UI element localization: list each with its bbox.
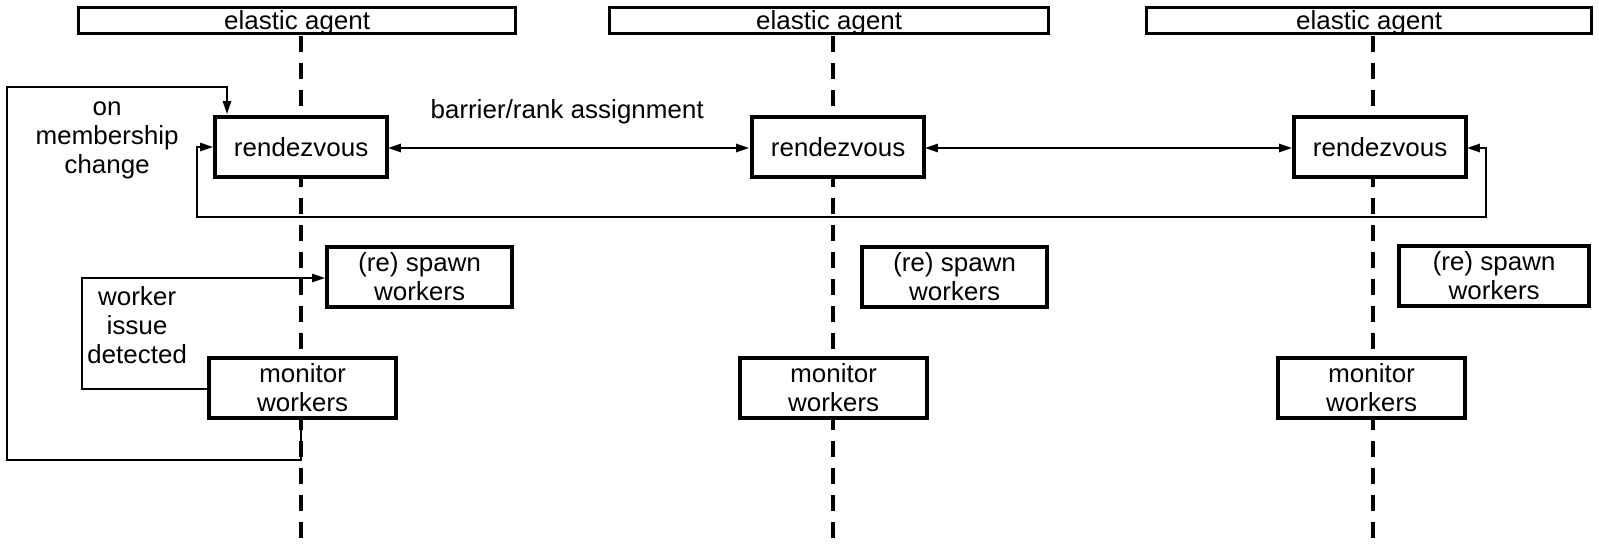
worker-issue-label: worker issue detected [47, 282, 227, 369]
worker-issue-line [81, 273, 325, 390]
rendezvous-box-1: rendezvous [213, 115, 389, 179]
worker-issue-label-line: issue [106, 310, 168, 340]
monitor-label-line: workers [256, 387, 348, 417]
spawn-label-line: workers [908, 276, 1000, 306]
rendezvous-box-3: rendezvous [1292, 115, 1468, 179]
membership-change-label: on membership change [17, 92, 197, 179]
agent-box-2: elastic agent [608, 6, 1050, 35]
rendezvous-box-2: rendezvous [750, 115, 926, 179]
monitor-label-line: workers [787, 387, 879, 417]
rendezvous-label: rendezvous [233, 131, 369, 162]
monitor-workers-box-3: monitor workers [1276, 356, 1467, 420]
membership-label-line: change [64, 149, 150, 179]
membership-loop-line [6, 86, 302, 461]
agent-label: elastic agent [1296, 5, 1442, 35]
rendezvous-label: rendezvous [1312, 131, 1448, 162]
monitor-label-line: monitor [790, 358, 877, 388]
spawn-label-line: workers [373, 276, 465, 306]
agent-label: elastic agent [756, 5, 902, 35]
monitor-label-line: monitor [259, 358, 346, 388]
monitor-workers-box-2: monitor workers [738, 356, 929, 420]
monitor-label-line: monitor [1328, 358, 1415, 388]
spawn-label-line: (re) spawn [1432, 246, 1556, 276]
spawn-workers-box-1: (re) spawn workers [325, 245, 514, 309]
rendezvous-feedback-line [196, 142, 1487, 218]
spawn-workers-box-2: (re) spawn workers [860, 245, 1049, 309]
spawn-workers-box-3: (re) spawn workers [1397, 244, 1591, 308]
agent-label: elastic agent [224, 5, 370, 35]
spawn-label-line: workers [1448, 275, 1540, 305]
worker-issue-label-line: detected [87, 339, 187, 369]
worker-issue-label-line: worker [97, 281, 176, 311]
spawn-label-line: (re) spawn [358, 247, 481, 277]
spawn-label-line: (re) spawn [893, 247, 1016, 277]
agent-box-1: elastic agent [77, 6, 517, 35]
agent-box-3: elastic agent [1145, 6, 1593, 35]
rendezvous-label: rendezvous [770, 131, 906, 162]
monitor-workers-box-1: monitor workers [207, 356, 398, 420]
monitor-label-line: workers [1325, 387, 1417, 417]
membership-label-line: on [92, 91, 122, 121]
membership-label-line: membership [35, 120, 179, 150]
barrier-rank-label: barrier/rank assignment [430, 94, 704, 124]
